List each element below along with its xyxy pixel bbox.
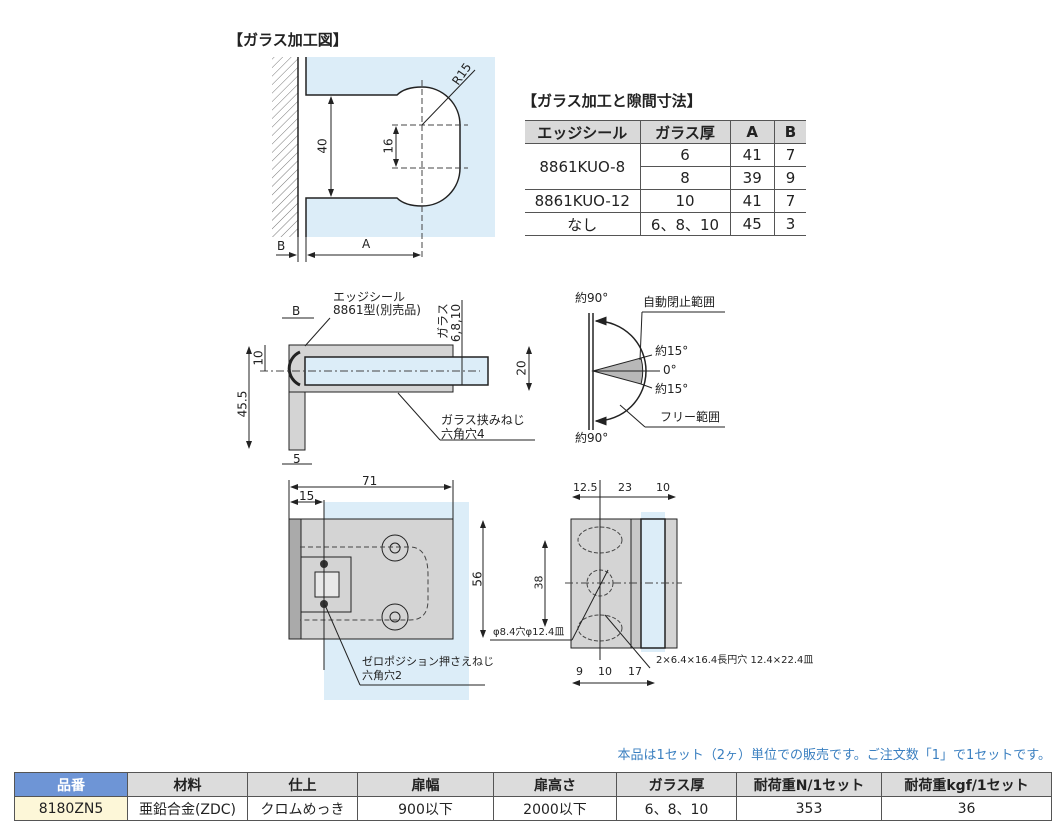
angle-top: 約90° bbox=[575, 291, 609, 305]
angle-plus15: 約15° bbox=[655, 344, 689, 358]
glass-thickness: 6,8,10 bbox=[449, 303, 464, 343]
glass-processing-drawing bbox=[272, 57, 495, 262]
sales-unit-note: 本品は1セット（2ヶ）単位での販売です。ご注文数「1」で1セットです。 bbox=[617, 748, 1052, 763]
dim-15: 15 bbox=[299, 489, 315, 503]
col-header-part-no: 品番 bbox=[14, 772, 128, 797]
angle-bottom: 約90° bbox=[575, 431, 609, 445]
gap-table-title: 【ガラス加工と隙間寸法】 bbox=[522, 92, 702, 110]
cell-seal: 8861KUO-8 bbox=[525, 143, 641, 190]
col-header: ガラス厚 bbox=[639, 120, 731, 144]
side-view-drawing bbox=[246, 300, 535, 465]
cell-glass: 6、8、10 bbox=[639, 212, 731, 236]
col-header-load-kgf: 耐荷重kgf/1セット bbox=[881, 772, 1052, 797]
dim-23: 23 bbox=[618, 481, 632, 494]
free-range: フリー範囲 bbox=[660, 410, 721, 424]
cell-a: 39 bbox=[729, 166, 775, 190]
dim-56: 56 bbox=[470, 571, 485, 587]
opening-angle-diagram bbox=[588, 311, 725, 430]
auto-close-range: 自動閉止範囲 bbox=[643, 295, 716, 309]
cell-door-height: 2000以下 bbox=[493, 796, 617, 821]
dim-45-5: 45.5 bbox=[235, 390, 250, 418]
slot-hole-label: 2×6.4×16.4長円穴 12.4×22.4皿 bbox=[656, 655, 814, 666]
dim-17: 17 bbox=[628, 665, 642, 678]
cell-material: 亜鉛合金(ZDC) bbox=[127, 796, 248, 821]
col-header: A bbox=[729, 120, 775, 144]
label-b: B bbox=[292, 304, 301, 318]
angle-minus15: 約15° bbox=[655, 382, 689, 396]
col-header-glass-thickness: ガラス厚 bbox=[616, 772, 737, 797]
dim-10: 10 bbox=[251, 350, 266, 366]
col-header-door-width: 扉幅 bbox=[357, 772, 494, 797]
col-header: エッジシール bbox=[525, 120, 641, 144]
col-header-finish: 仕上 bbox=[247, 772, 358, 797]
col-header-material: 材料 bbox=[127, 772, 248, 797]
dim-16: 16 bbox=[381, 138, 396, 154]
cell-a: 41 bbox=[729, 143, 775, 167]
cell-finish: クロムめっき bbox=[247, 796, 358, 821]
cell-a: 41 bbox=[729, 189, 775, 213]
cell-load-n: 353 bbox=[736, 796, 882, 821]
cell-a: 45 bbox=[729, 212, 775, 236]
col-header-load-n: 耐荷重N/1セット bbox=[736, 772, 882, 797]
dim-9: 9 bbox=[576, 665, 583, 678]
cell-b: 3 bbox=[773, 212, 806, 236]
angle-zero: 0° bbox=[663, 363, 677, 377]
edge-seal-model: 8861型(別売品) bbox=[333, 303, 421, 317]
cell-door-width: 900以下 bbox=[357, 796, 494, 821]
zero-position-screw-label: ゼロポジション押さえねじ bbox=[362, 655, 494, 668]
cell-glass: 6 bbox=[639, 143, 731, 167]
table-row: 8180ZN5 亜鉛合金(ZDC) クロムめっき 900以下 2000以下 6、… bbox=[14, 796, 1052, 821]
cell-glass: 8 bbox=[639, 166, 731, 190]
dim-12-5: 12.5 bbox=[573, 481, 598, 494]
dim-40: 40 bbox=[315, 138, 330, 154]
spec-table: 品番 材料 仕上 扉幅 扉高さ ガラス厚 耐荷重N/1セット 耐荷重kgf/1セ… bbox=[14, 772, 1052, 821]
cell-b: 7 bbox=[773, 189, 806, 213]
dim-10: 10 bbox=[656, 481, 670, 494]
glass-screw-label: ガラス挟みねじ bbox=[441, 413, 525, 427]
dim-10b: 10 bbox=[598, 665, 612, 678]
right-view-drawing bbox=[490, 480, 682, 686]
dim-5: 5 bbox=[293, 452, 301, 466]
cell-part-no: 8180ZN5 bbox=[14, 796, 128, 821]
label-a: A bbox=[362, 237, 371, 251]
cell-glass-thickness: 6、8、10 bbox=[616, 796, 737, 821]
cell-seal: なし bbox=[525, 212, 641, 236]
cell-load-kgf: 36 bbox=[881, 796, 1052, 821]
dim-71: 71 bbox=[362, 474, 378, 488]
dim-38: 38 bbox=[532, 575, 546, 590]
edge-seal-label: エッジシール bbox=[333, 290, 406, 304]
countersunk-hole-label: φ8.4穴φ12.4皿 bbox=[493, 627, 565, 638]
col-header: B bbox=[773, 120, 806, 144]
label-b: B bbox=[277, 239, 286, 253]
cell-glass: 10 bbox=[639, 189, 731, 213]
hex-hole-label: 六角穴2 bbox=[362, 669, 402, 682]
col-header-door-height: 扉高さ bbox=[493, 772, 617, 797]
hex-hole-label: 六角穴4 bbox=[441, 427, 485, 441]
cell-b: 7 bbox=[773, 143, 806, 167]
cell-b: 9 bbox=[773, 166, 806, 190]
dim-20: 20 bbox=[514, 360, 529, 376]
glass-label: ガラス bbox=[435, 303, 450, 339]
cell-seal: 8861KUO-12 bbox=[525, 189, 641, 213]
front-view-drawing bbox=[288, 480, 486, 700]
glass-processing-title: 【ガラス加工図】 bbox=[228, 31, 348, 49]
